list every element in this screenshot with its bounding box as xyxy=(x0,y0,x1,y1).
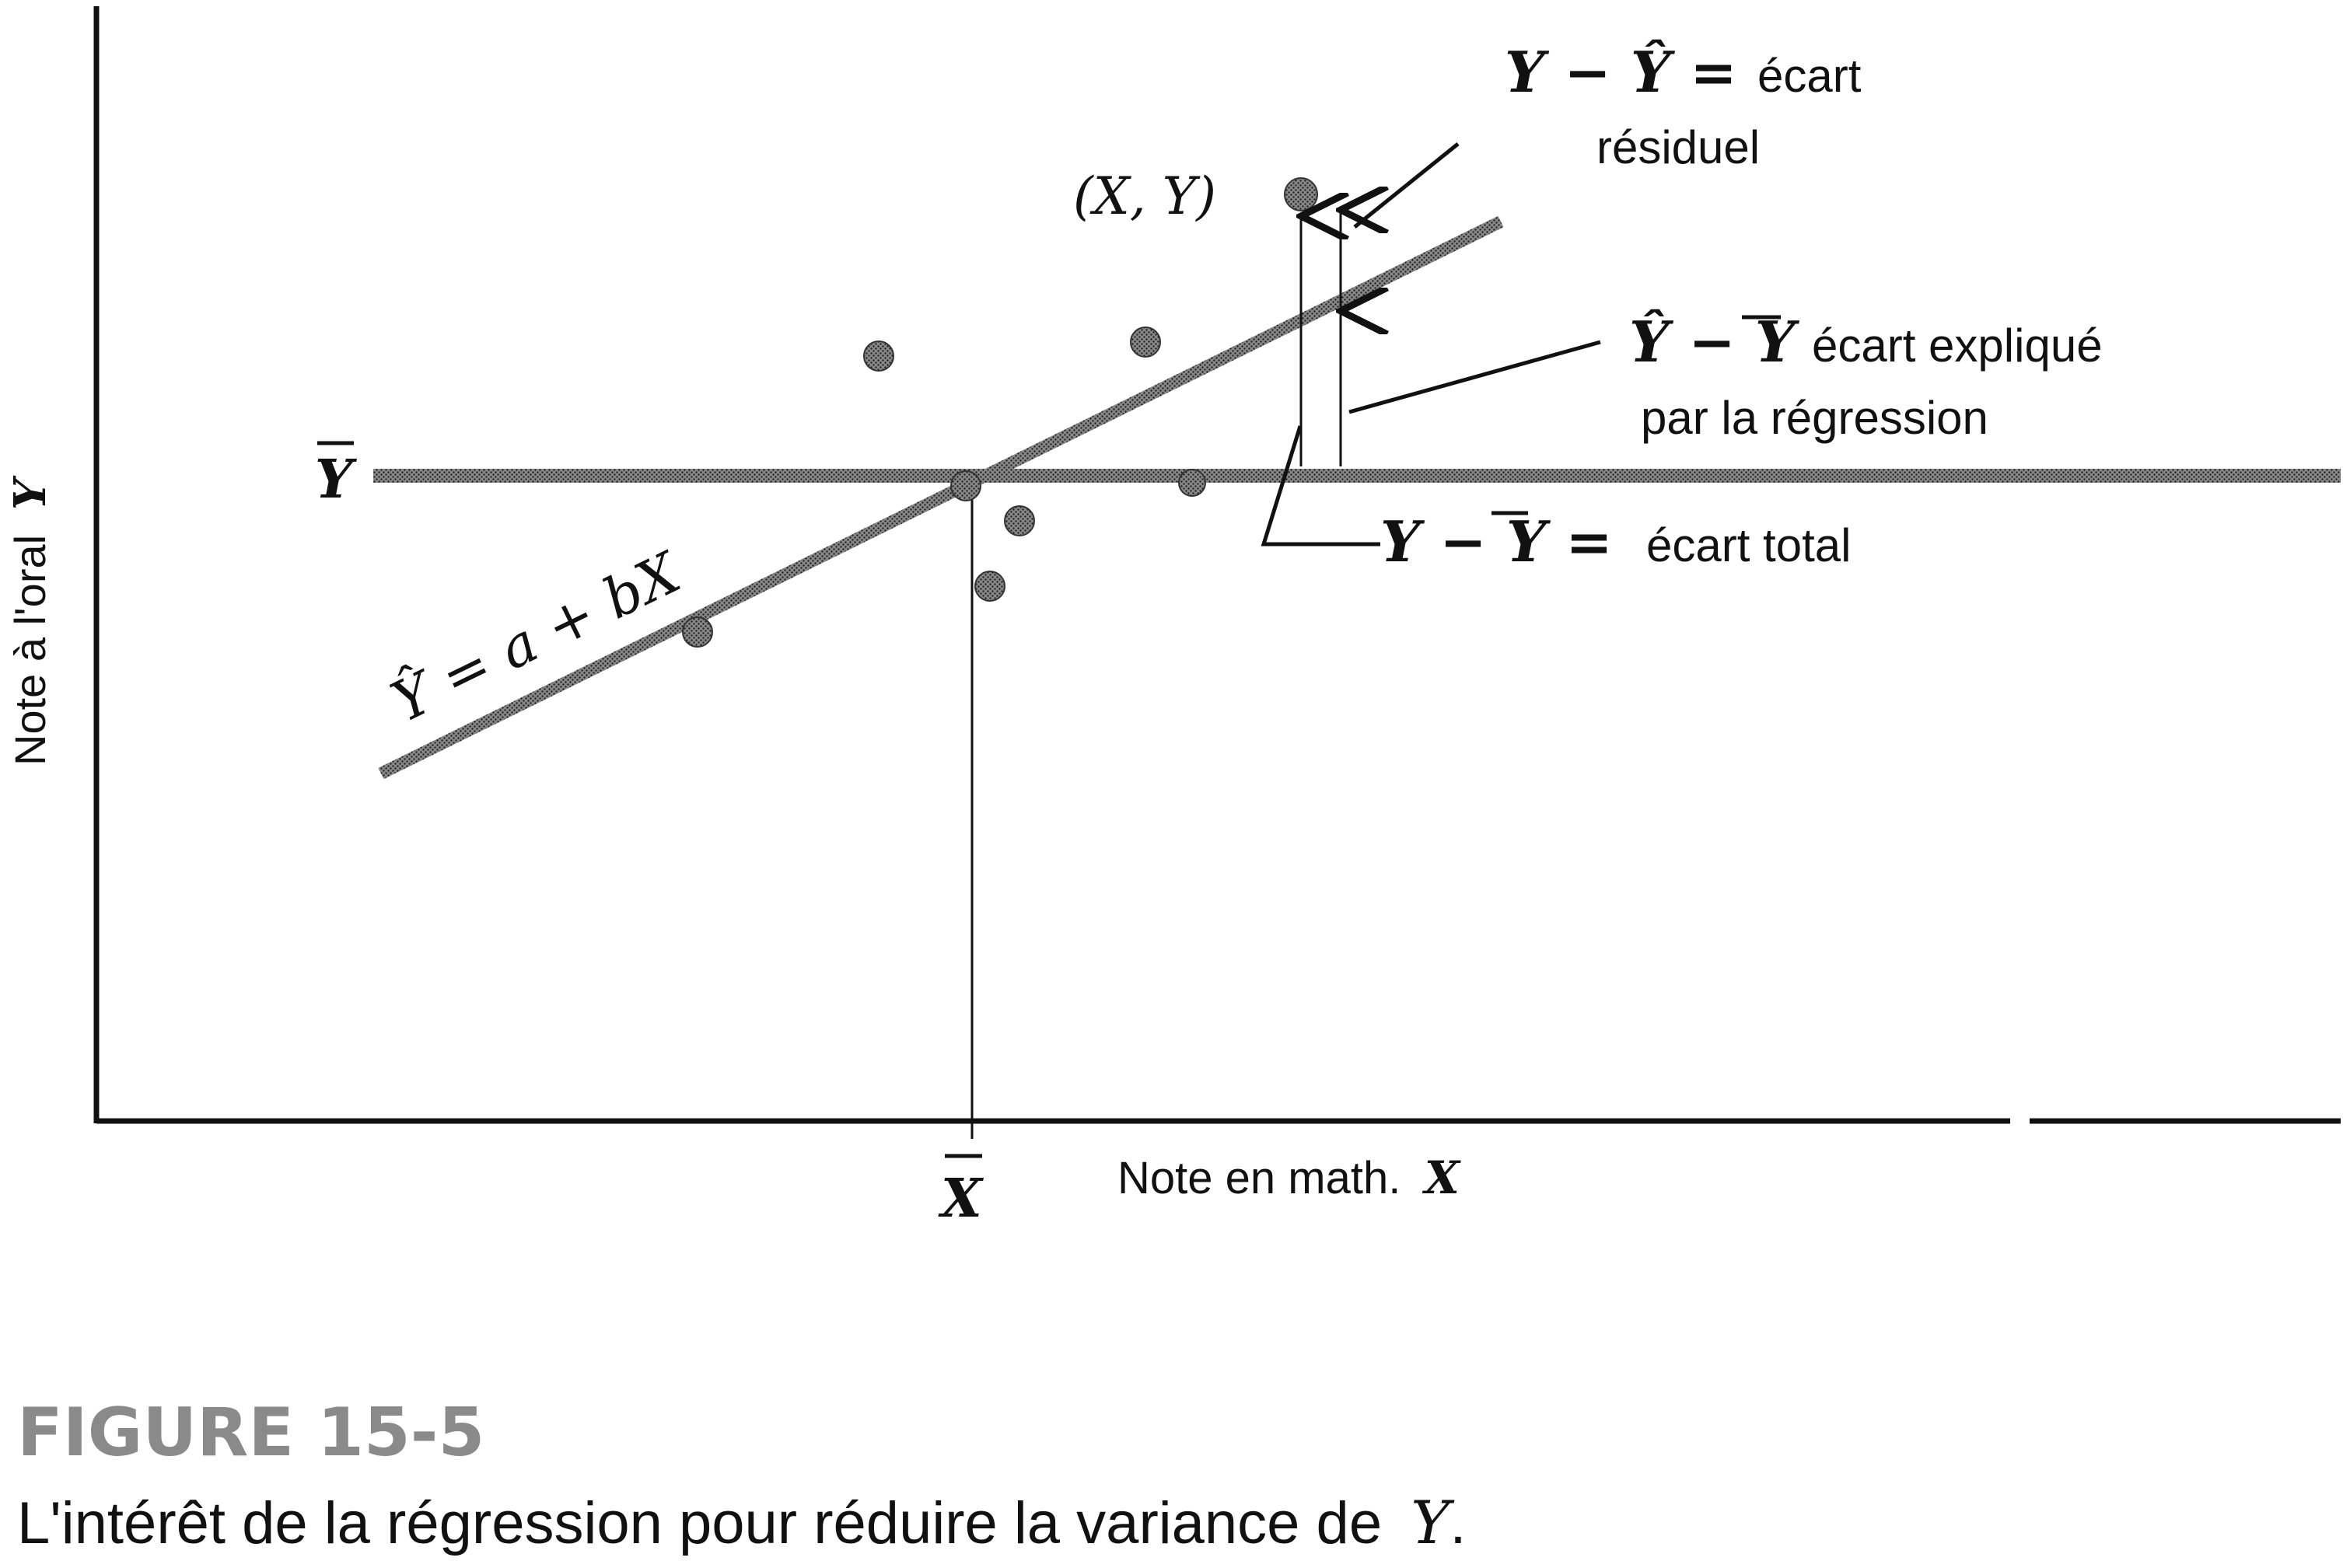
explained-text-2: par la régression xyxy=(1641,392,1988,444)
data-point xyxy=(863,340,894,372)
data-point xyxy=(1178,469,1206,497)
explained-formula: Ŷ − Y xyxy=(1629,309,1800,375)
figure-caption: L'intérêt de la régression pour réduire … xyxy=(17,1488,1467,1557)
y-axis-label: Note à l'oral Y xyxy=(5,475,56,766)
explained-text-1: écart expliqué xyxy=(1812,320,2103,372)
total-text: écart total xyxy=(1646,519,1851,571)
data-point xyxy=(682,616,713,648)
residual-leader xyxy=(1353,142,1460,229)
point-label: (X, Y) xyxy=(1073,166,1216,226)
x-mean-label: X xyxy=(938,1168,984,1230)
total-leader xyxy=(1261,425,1380,547)
x-axis-label: Note en math. X xyxy=(1117,1151,1461,1204)
total-formula: Y − Y = xyxy=(1380,508,1613,574)
data-point xyxy=(1004,505,1035,536)
residual-formula: Y − Ŷ = xyxy=(1505,39,1737,105)
data-point xyxy=(1130,327,1161,358)
residual-text-2: résiduel xyxy=(1596,121,1760,173)
data-point xyxy=(950,470,981,501)
y-mean-label: Y xyxy=(315,449,357,511)
figure-number: FIGURE 15-5 xyxy=(17,1394,484,1472)
residual-text-1: écart xyxy=(1757,50,1862,102)
data-point xyxy=(974,571,1005,602)
regression-line xyxy=(378,215,1504,780)
highlighted-data-point xyxy=(1284,177,1318,211)
explained-leader xyxy=(1348,340,1601,414)
